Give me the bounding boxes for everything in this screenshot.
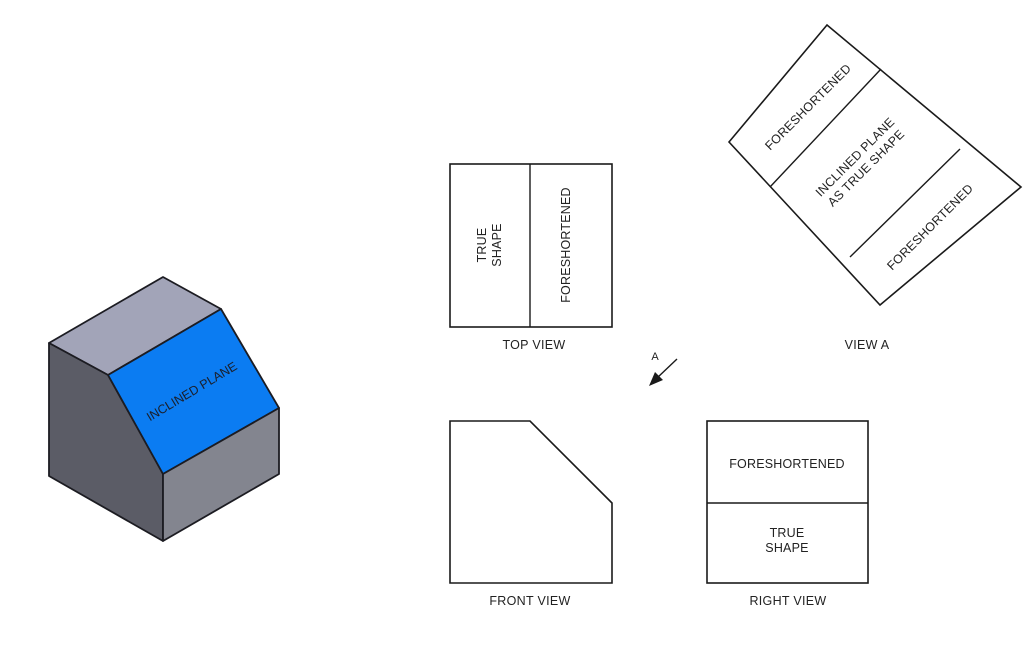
view-a: FORESHORTENED INCLINED PLANE AS TRUE SHA… (727, 23, 1023, 352)
top-view-true-shape-line2: SHAPE (490, 223, 504, 266)
top-view-true-shape-line1: TRUE (475, 228, 489, 263)
front-view-outline (449, 420, 613, 584)
view-a-caption: VIEW A (845, 338, 890, 352)
view-a-divider-lower (849, 148, 961, 258)
top-view: TRUE SHAPE FORESHORTENED TOP VIEW (449, 163, 613, 352)
right-view-caption: RIGHT VIEW (749, 594, 826, 608)
front-view-caption: FRONT VIEW (489, 594, 570, 608)
front-view: FRONT VIEW (449, 420, 613, 608)
arrow-head-icon (649, 372, 663, 386)
right-view-true-shape-line1: TRUE (770, 526, 805, 540)
right-face (162, 407, 280, 542)
arrow-shaft (656, 358, 678, 379)
right-view-outline (706, 420, 869, 584)
isometric-solid: INCLINED PLANE (48, 276, 280, 542)
top-view-outline (449, 163, 613, 328)
right-view-foreshortened-label: FORESHORTENED (729, 457, 845, 471)
top-view-foreshortened-label: FORESHORTENED (559, 187, 573, 303)
right-view: FORESHORTENED TRUE SHAPE RIGHT VIEW (706, 420, 869, 608)
top-view-caption: TOP VIEW (502, 338, 565, 352)
arrow-label: A (651, 351, 659, 363)
right-view-true-shape-line2: SHAPE (765, 541, 808, 555)
view-a-divider-upper (769, 68, 882, 188)
view-a-outline (727, 23, 1023, 307)
view-direction-arrow: A (649, 351, 678, 386)
